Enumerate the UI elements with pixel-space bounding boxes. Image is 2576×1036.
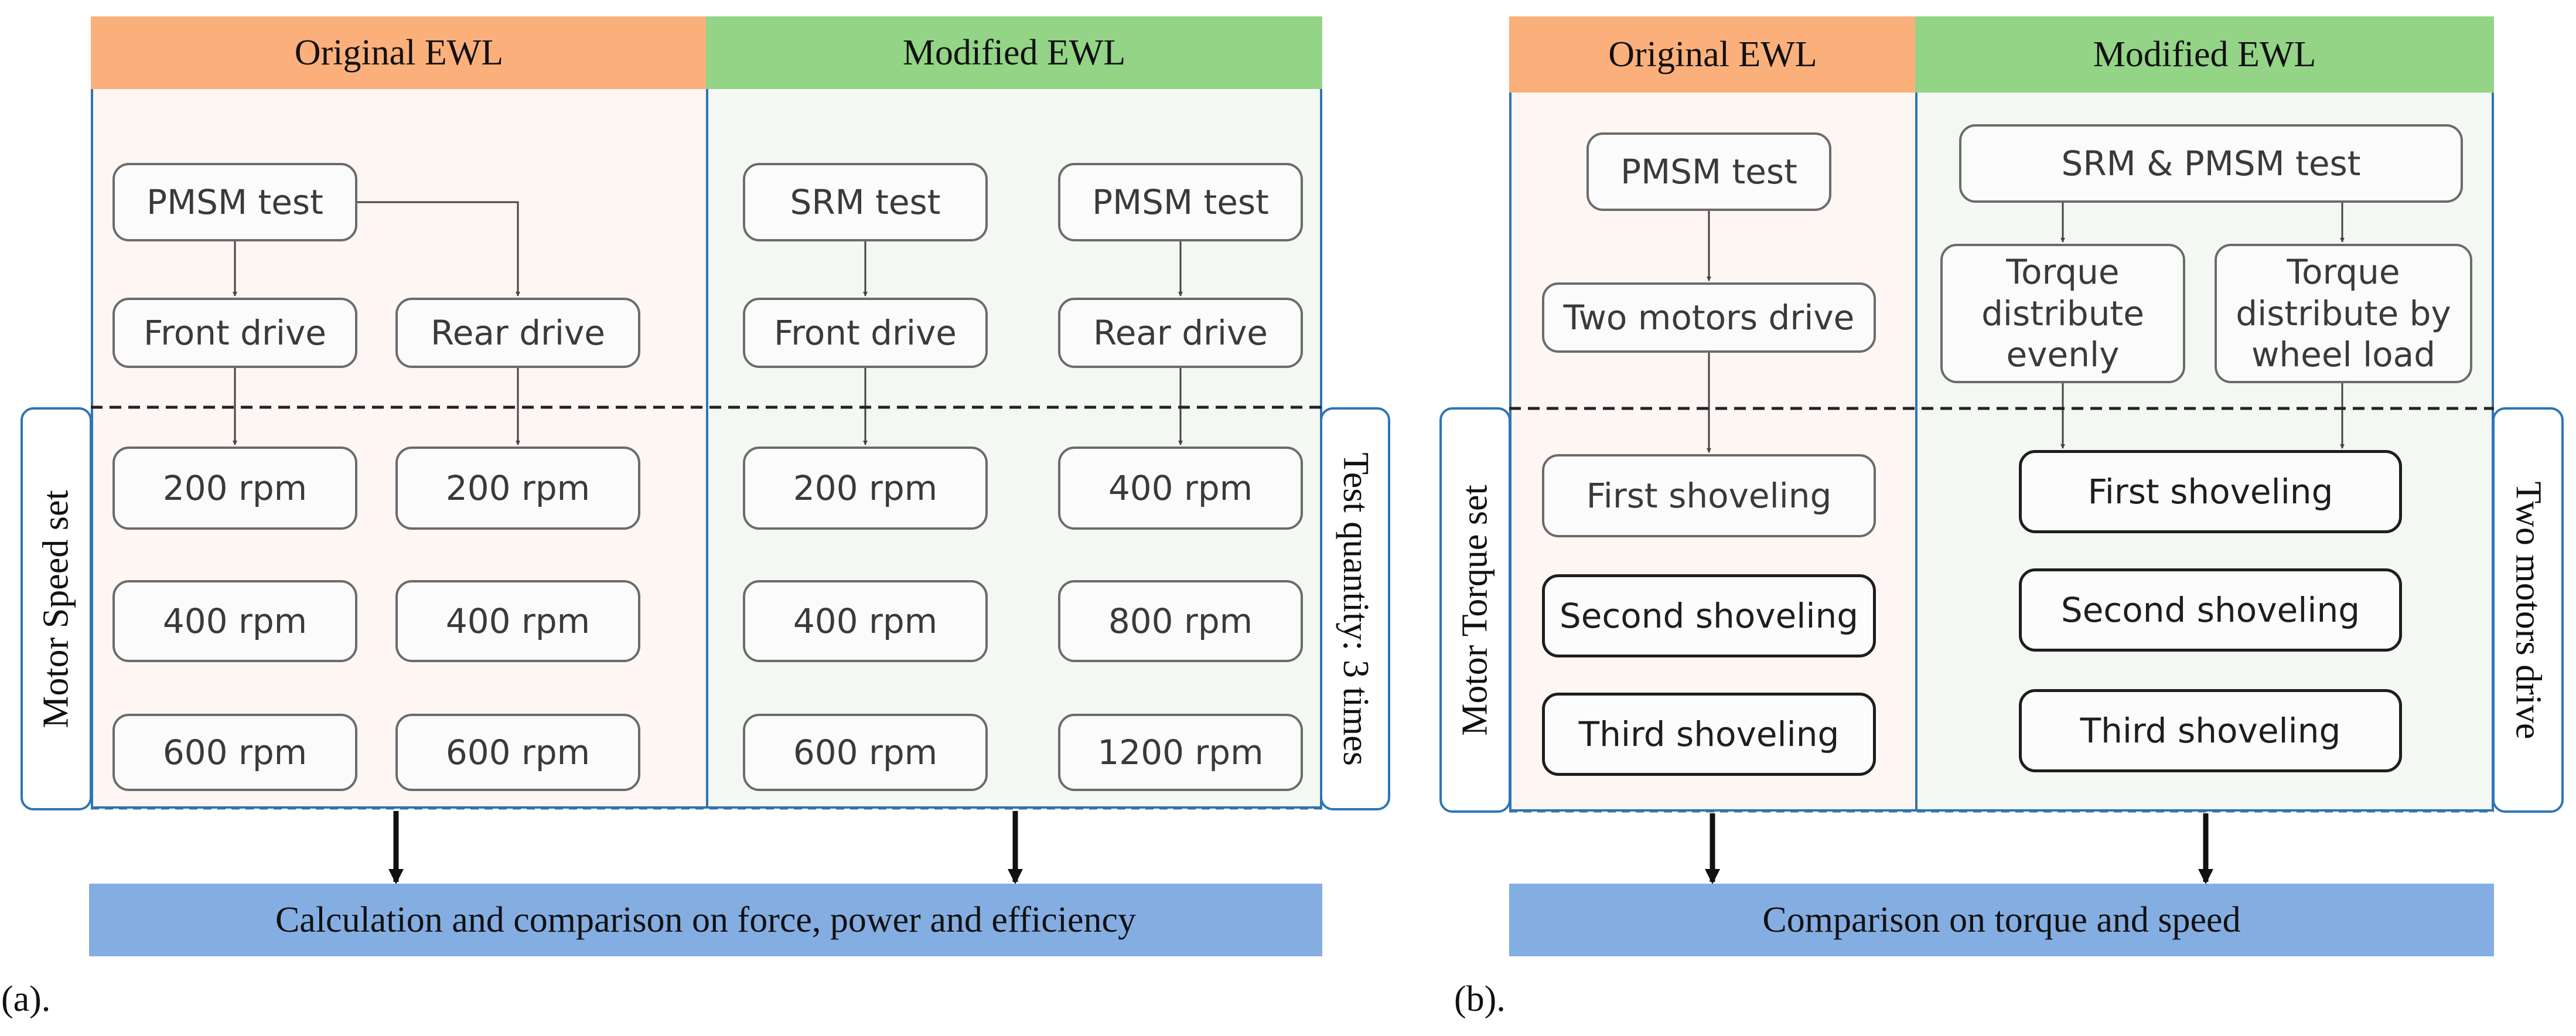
panel-a-modified-rear-speed-2: 800 rpm xyxy=(1058,580,1303,662)
panel-a-modified-pmsm-test: PMSM test xyxy=(1058,163,1303,241)
panel-b-modified-torque-wheel: Torque distribute by wheel load xyxy=(2215,244,2472,383)
panel-a-original-rear-speed-3: 600 rpm xyxy=(395,714,640,791)
panel-b-original-shoveling-1: First shoveling xyxy=(1542,454,1876,537)
panel-b-original-shoveling-3: Third shoveling xyxy=(1542,693,1876,776)
panel-a-modified-background xyxy=(706,16,1322,809)
panel-b-side-right: Two motors drive xyxy=(2492,407,2564,813)
panel-a-caption: (a). xyxy=(1,979,51,1019)
panel-a-modified-rear-speed-3: 1200 rpm xyxy=(1058,714,1303,791)
arrow-a-pmsm-to-rear xyxy=(357,201,520,297)
panel-a-original-front-speed-3: 600 rpm xyxy=(112,714,357,791)
panel-b-original-test: PMSM test xyxy=(1586,132,1831,211)
panel-a-side-left: Motor Speed set xyxy=(21,407,92,810)
panel-a-original-front-speed-1: 200 rpm xyxy=(112,447,357,530)
panel-b-bottom-bar: Comparison on torque and speed xyxy=(1509,884,2494,956)
panel-b-modified-shoveling-3: Third shoveling xyxy=(2019,689,2402,772)
panel-a-original-rear-speed-1: 200 rpm xyxy=(395,447,640,530)
panel-a-original-rear-speed-2: 400 rpm xyxy=(395,580,640,662)
panel-a-modified-rear-drive: Rear drive xyxy=(1058,298,1303,368)
panel-a-header-original: Original EWL xyxy=(91,16,707,89)
panel-a-bottom-bar: Calculation and comparison on force, pow… xyxy=(89,884,1322,956)
panel-b-caption: (b). xyxy=(1454,979,1506,1019)
panel-a-original-front-drive: Front drive xyxy=(112,298,357,368)
panel-b-side-left: Motor Torque set xyxy=(1439,407,1511,813)
panel-b-modified-shoveling-1: First shoveling xyxy=(2019,450,2402,533)
panel-b-original-shoveling-2: Second shoveling xyxy=(1542,574,1876,657)
panel-a-modified-front-speed-2: 400 rpm xyxy=(743,580,988,662)
panel-a-modified-srm-test: SRM test xyxy=(743,163,988,241)
panel-b-modified-test: SRM & PMSM test xyxy=(1959,124,2463,203)
panel-a-original-background xyxy=(91,16,707,809)
panel-b-header-original: Original EWL xyxy=(1509,16,1916,93)
panel-a-modified-front-speed-3: 600 rpm xyxy=(743,714,988,791)
panel-a-original-front-speed-2: 400 rpm xyxy=(112,580,357,662)
panel-b-modified-torque-even: Torque distribute evenly xyxy=(1940,244,2185,383)
panel-b-header-modified: Modified EWL xyxy=(1915,16,2494,93)
panel-a-header-modified: Modified EWL xyxy=(706,16,1322,89)
panel-b-modified-shoveling-2: Second shoveling xyxy=(2019,568,2402,652)
panel-a-modified-front-drive: Front drive xyxy=(743,298,988,368)
panel-b-original-drive: Two motors drive xyxy=(1542,282,1876,353)
panel-a-modified-rear-speed-1: 400 rpm xyxy=(1058,447,1303,530)
panel-a-side-right: Test quantity: 3 times xyxy=(1320,407,1390,810)
panel-a-original-test: PMSM test xyxy=(112,163,357,241)
panel-a-original-rear-drive: Rear drive xyxy=(395,298,640,368)
panel-a-modified-front-speed-1: 200 rpm xyxy=(743,447,988,530)
